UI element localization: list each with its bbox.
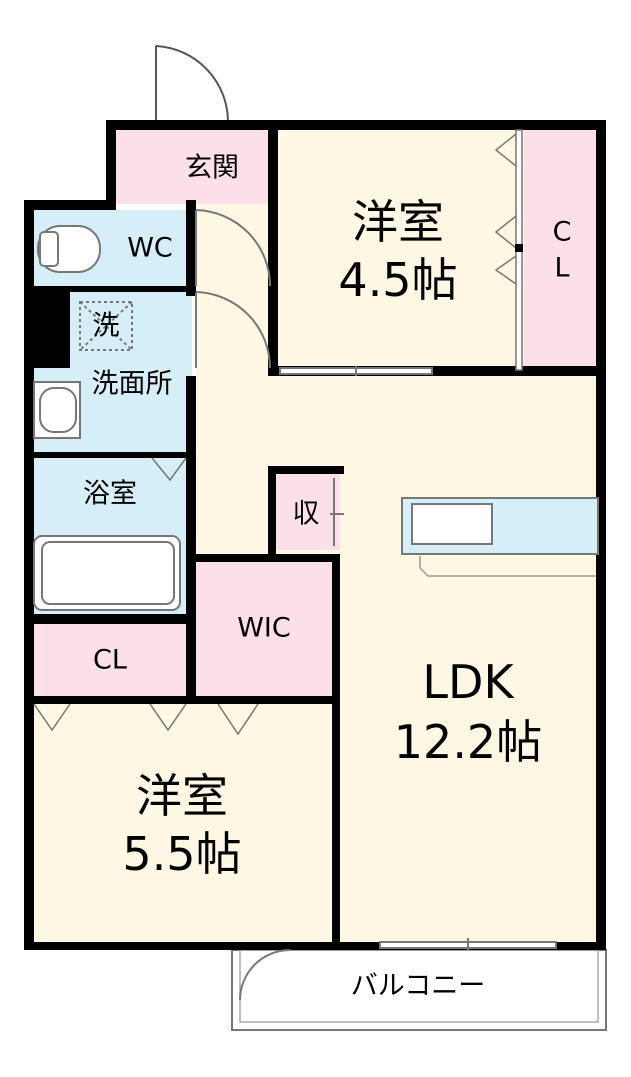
windows bbox=[279, 366, 557, 950]
western-room-b-floor bbox=[32, 702, 332, 942]
walls bbox=[24, 120, 606, 950]
wic-floor bbox=[196, 562, 332, 698]
entry-hall-floor bbox=[196, 204, 276, 374]
genkan-label: 玄関 bbox=[185, 153, 239, 184]
western-b-name: 洋室 bbox=[136, 769, 228, 823]
entrance-door bbox=[155, 45, 230, 123]
balcony-outline bbox=[231, 949, 607, 1031]
fixtures bbox=[33, 225, 599, 611]
room-labels: 玄関 WC 洗 洗面所 浴室 CL WIC 収 洋室 4.5帖 C L 洋室 5… bbox=[83, 153, 571, 1002]
doors bbox=[195, 209, 344, 1001]
closet-right-line1: C bbox=[553, 217, 572, 248]
balcony bbox=[231, 949, 607, 1031]
wic-label: WIC bbox=[237, 613, 291, 644]
bath-label: 浴室 bbox=[83, 479, 137, 510]
washer-icon bbox=[79, 301, 133, 351]
closet-right-hinge bbox=[515, 244, 523, 252]
washroom-label: 洗面所 bbox=[92, 369, 173, 400]
ldk-floor bbox=[340, 372, 600, 942]
closet-left-floor bbox=[32, 624, 192, 698]
genkan-floor bbox=[116, 128, 276, 204]
shu-floor bbox=[276, 474, 340, 550]
wc-label: WC bbox=[127, 233, 173, 264]
western-a-size: 4.5帖 bbox=[338, 253, 457, 307]
closet-left-label: CL bbox=[93, 645, 127, 676]
western-b-size: 5.5帖 bbox=[122, 827, 241, 881]
closet-door-marks bbox=[33, 133, 517, 736]
closet-right-line2: L bbox=[554, 253, 569, 284]
western-room-a-floor bbox=[276, 128, 524, 372]
ldk-name: LDK bbox=[422, 655, 515, 709]
closet-right-floor bbox=[524, 128, 600, 372]
shu-label: 収 bbox=[293, 499, 320, 530]
western-a-name: 洋室 bbox=[352, 195, 444, 249]
washer-label: 洗 bbox=[93, 311, 120, 342]
ldk-size: 12.2帖 bbox=[394, 715, 542, 769]
balcony-label: バルコニー bbox=[351, 971, 485, 1002]
